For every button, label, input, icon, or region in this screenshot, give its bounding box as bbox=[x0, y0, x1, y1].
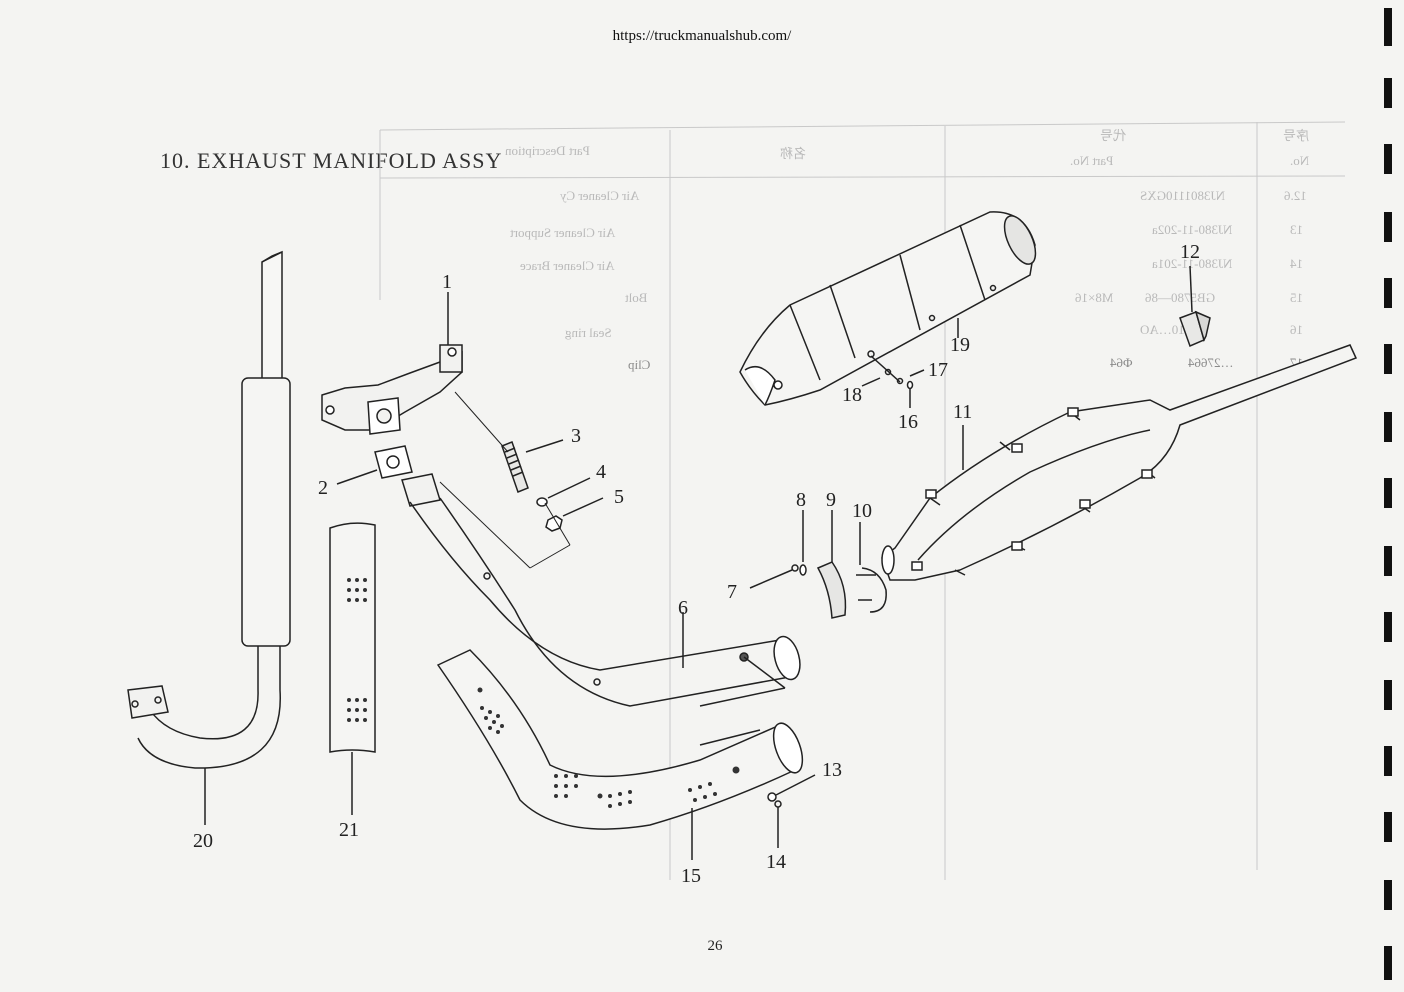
binding-mark bbox=[1384, 278, 1392, 308]
bracket-12 bbox=[1179, 265, 1211, 348]
callout-17: 17 bbox=[928, 359, 948, 381]
page-number: 26 bbox=[707, 938, 723, 954]
clamp-7-8-9-10 bbox=[749, 510, 887, 619]
fasteners-16-17-18 bbox=[861, 350, 925, 408]
callout-8: 8 bbox=[796, 489, 806, 511]
binding-mark bbox=[1384, 680, 1392, 710]
binding-mark bbox=[1384, 612, 1392, 642]
vent-holes bbox=[477, 687, 740, 808]
bolt-washer-13-14 bbox=[767, 774, 816, 848]
exhaust-manifold-1 bbox=[321, 292, 463, 435]
binding-mark bbox=[1384, 412, 1392, 442]
callout-2: 2 bbox=[318, 477, 328, 499]
callout-15: 15 bbox=[681, 865, 701, 887]
binding-mark bbox=[1384, 746, 1392, 776]
callout-labels: 1 2 3 4 5 6 7 8 9 10 11 12 13 14 15 16 1… bbox=[193, 241, 1200, 887]
callout-4: 4 bbox=[596, 461, 606, 483]
callout-18: 18 bbox=[842, 384, 862, 406]
callout-14: 14 bbox=[766, 851, 786, 873]
binding-mark bbox=[1384, 344, 1392, 374]
binding-mark bbox=[1384, 812, 1392, 842]
binding-mark bbox=[1384, 144, 1392, 174]
assembly-guide-lines bbox=[439, 391, 571, 569]
callout-11: 11 bbox=[953, 401, 972, 423]
binding-mark bbox=[1384, 478, 1392, 508]
gasket-2 bbox=[336, 445, 413, 485]
callout-21: 21 bbox=[339, 819, 359, 841]
callout-7: 7 bbox=[727, 581, 737, 603]
callout-20: 20 bbox=[193, 830, 213, 852]
binding-mark bbox=[1384, 546, 1392, 576]
binding-mark bbox=[1384, 212, 1392, 242]
ghost-table-rules bbox=[379, 121, 1346, 880]
callout-12: 12 bbox=[1180, 241, 1200, 263]
section-title: 10. EXHAUST MANIFOLD ASSY bbox=[160, 148, 503, 173]
exhaust-stack-20 bbox=[127, 250, 291, 825]
binding-mark bbox=[1384, 78, 1392, 108]
muffler-11 bbox=[881, 344, 1358, 581]
callout-5: 5 bbox=[614, 486, 624, 508]
binding-mark bbox=[1384, 8, 1392, 46]
stud-nut-3-4-5 bbox=[501, 439, 604, 532]
callout-16: 16 bbox=[898, 411, 918, 433]
callout-1: 1 bbox=[442, 271, 452, 293]
callout-9: 9 bbox=[826, 489, 836, 511]
muffler-cover-19 bbox=[739, 211, 1037, 406]
vent-holes bbox=[347, 578, 367, 722]
callout-10: 10 bbox=[852, 500, 872, 522]
callout-6: 6 bbox=[678, 597, 688, 619]
pipe-heat-shield-15 bbox=[436, 649, 804, 860]
binding-mark bbox=[1384, 880, 1392, 910]
callout-13: 13 bbox=[822, 759, 842, 781]
source-url: https://truckmanualshub.com/ bbox=[612, 28, 792, 44]
binding-mark bbox=[1384, 946, 1392, 980]
callout-19: 19 bbox=[950, 334, 970, 356]
callout-3: 3 bbox=[571, 425, 581, 447]
heat-shield-21 bbox=[329, 522, 376, 815]
exhaust-pipe-6 bbox=[401, 473, 801, 707]
